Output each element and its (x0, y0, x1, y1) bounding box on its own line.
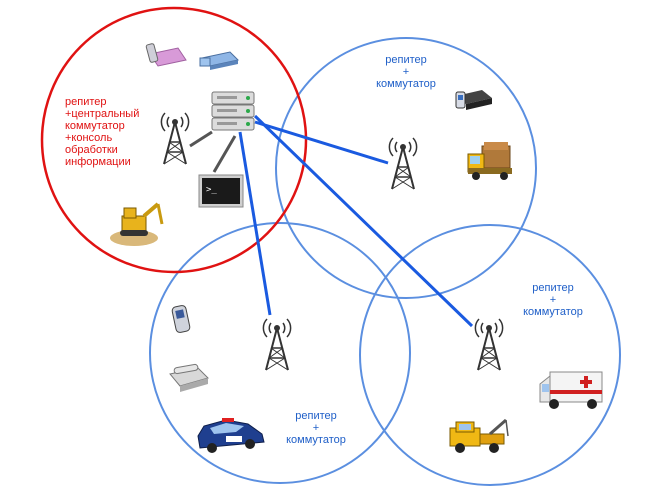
tow-truck-icon (449, 418, 509, 453)
zone-circle-bottom-right (359, 224, 621, 486)
radio-device-icon (455, 90, 492, 110)
modem-icon (199, 51, 240, 70)
antenna-tower-icon (474, 318, 504, 371)
mobile-phone-icon (171, 305, 191, 333)
link-to-top-right (254, 120, 389, 165)
central-label-line: репитер (65, 96, 107, 108)
central-label-line: +центральный (65, 108, 140, 120)
zone-circle-bottom-left (149, 222, 411, 484)
central-label-line: информации (65, 156, 131, 168)
zone-label-bottom-left: репитер + коммутатор (276, 410, 356, 446)
antenna-tower-icon (262, 318, 292, 371)
central-label-line: +консоль (65, 132, 113, 144)
server-rack-icon (211, 91, 255, 131)
zone-label-bottom-right: репитер + коммутатор (513, 282, 593, 318)
central-label-line: коммутатор (65, 120, 125, 132)
desk-phone-icon (169, 363, 209, 392)
zone-label-line: коммутатор (286, 434, 346, 446)
zone-label-top-right: репитер + коммутатор (366, 54, 446, 90)
phone-cradle-icon (145, 43, 187, 67)
console-terminal-icon: >_ (198, 174, 244, 208)
excavator-icon (110, 202, 164, 246)
zone-label-line: репитер (295, 410, 337, 422)
zone-label-line: + (312, 422, 320, 434)
zone-label-line: + (402, 66, 410, 78)
police-car-icon (197, 418, 265, 453)
central-circle (40, 6, 308, 274)
link-tower-server (189, 130, 213, 148)
zone-label-line: коммутатор (376, 78, 436, 90)
zone-label-line: + (549, 294, 557, 306)
link-server-console (212, 135, 237, 173)
central-label-line: обработки (65, 144, 118, 156)
central-node-label: репитер +центральный коммутатор +консоль… (65, 96, 139, 168)
zone-label-line: репитер (532, 282, 574, 294)
zone-label-line: коммутатор (523, 306, 583, 318)
ambulance-icon (539, 371, 603, 409)
zone-label-line: репитер (385, 54, 427, 66)
dump-truck-icon (467, 142, 512, 180)
zone-circle-top-right (275, 37, 537, 299)
antenna-tower-icon (388, 137, 418, 190)
link-to-bottom-right (253, 114, 474, 328)
antenna-tower-icon (160, 112, 190, 165)
link-to-bottom-left (238, 131, 272, 316)
svg-text:>_: >_ (206, 185, 217, 195)
